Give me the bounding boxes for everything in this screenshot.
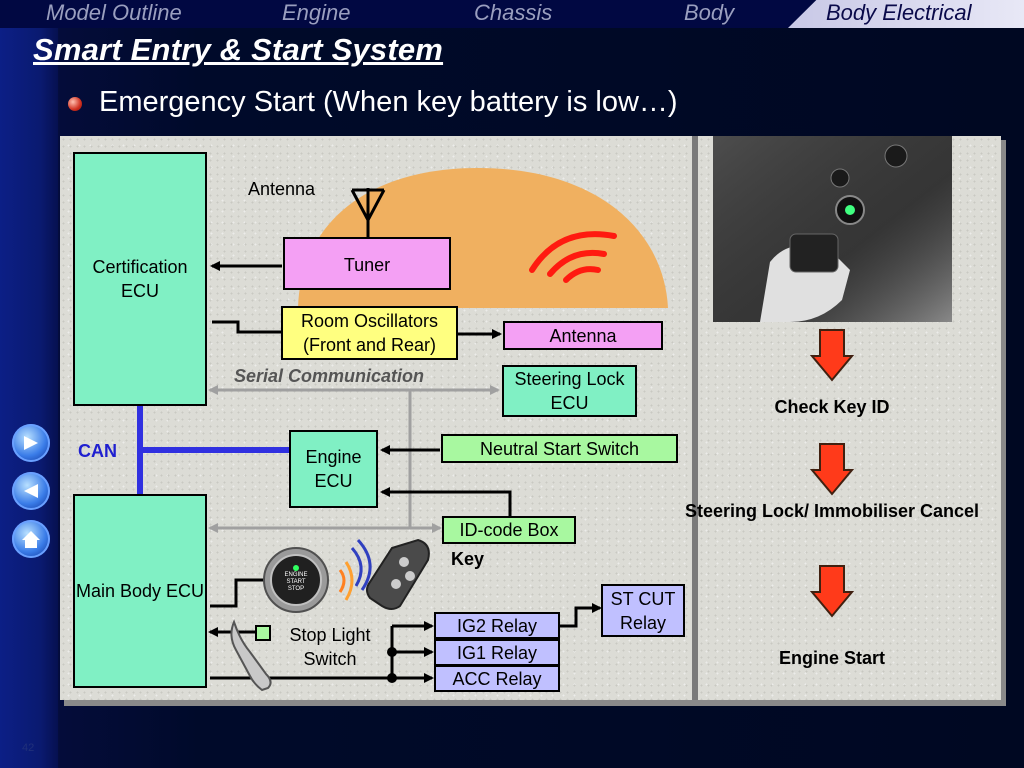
signal-waves-icon (529, 231, 617, 283)
panel-shadow-right (1001, 140, 1006, 706)
tab-model-outline[interactable]: Model Outline (46, 0, 182, 25)
back-button[interactable] (12, 472, 50, 510)
tuner-box: Tuner (283, 237, 451, 290)
tab-body-electrical-highlight (788, 0, 1024, 28)
antenna-box: Antenna (503, 321, 663, 350)
neutral-start-switch: Neutral Start Switch (441, 434, 678, 463)
next-button[interactable] (12, 424, 50, 462)
step-steering-lock-cancel: Steering Lock/ Immobiliser Cancel (684, 501, 980, 521)
stop-light-switch-label: Stop Light Switch (289, 625, 371, 669)
panel-divider (692, 136, 698, 700)
engine-ecu: Engine ECU (289, 430, 378, 508)
home-icon (22, 531, 40, 548)
step-arrows (809, 329, 855, 618)
next-arrow-icon (24, 436, 38, 450)
serial-communication-label: Serial Communication (234, 366, 425, 386)
bullet-icon (68, 97, 82, 111)
dashboard-photo (713, 136, 952, 322)
panel-shadow (64, 700, 1002, 706)
id-code-box: ID-code Box (442, 516, 576, 544)
tab-engine[interactable]: Engine (282, 0, 351, 25)
tab-body-electrical[interactable]: Body Electrical (826, 0, 972, 25)
page-number: 42 (22, 742, 35, 754)
step-engine-start: Engine Start (778, 648, 885, 668)
room-oscillators-box: Room Oscillators (Front and Rear) (281, 306, 458, 360)
slide-subtitle: Emergency Start (When key battery is low… (99, 86, 678, 118)
can-bus (137, 404, 290, 496)
start-button-text: ENGINE START STOP (284, 572, 308, 592)
back-arrow-icon (24, 484, 38, 498)
top-navigation: Model Outline Engine Chassis Body Body E… (0, 0, 1024, 28)
certification-ecu: Certification ECU (73, 152, 207, 406)
left-sidebar (0, 0, 58, 768)
ig1-relay: IG1 Relay (434, 639, 560, 666)
key-fob-icon (366, 538, 430, 610)
acc-relay: ACC Relay (434, 665, 560, 692)
tab-chassis[interactable]: Chassis (474, 0, 553, 25)
antenna-icon (350, 188, 386, 240)
key-signal-icon (338, 538, 372, 601)
home-button[interactable] (12, 520, 50, 558)
antenna-label: Antenna (248, 179, 316, 199)
engine-start-button-icon (263, 547, 329, 613)
st-cut-relay: ST CUT Relay (601, 584, 685, 637)
key-label: Key (451, 549, 485, 569)
stop-light-switch-indicator (255, 625, 271, 641)
ig2-relay: IG2 Relay (434, 612, 560, 639)
serial-lines (208, 385, 500, 533)
steering-lock-ecu: Steering Lock ECU (502, 365, 637, 417)
can-label: CAN (78, 441, 117, 461)
brake-pedal-icon (230, 619, 272, 692)
slide-title: Smart Entry & Start System (33, 32, 444, 67)
tab-body[interactable]: Body (684, 0, 735, 25)
step-check-key-id: Check Key ID (774, 397, 890, 417)
main-body-ecu: Main Body ECU (73, 494, 207, 688)
